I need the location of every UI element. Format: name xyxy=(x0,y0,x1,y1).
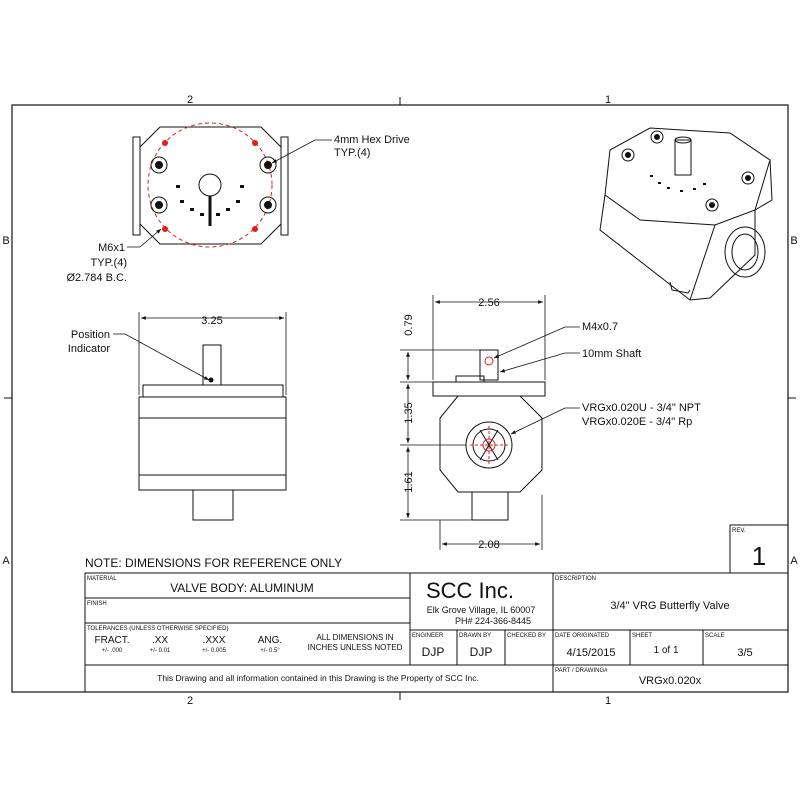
field-label: SCALE xyxy=(705,633,725,639)
field-label: FINISH xyxy=(87,601,107,607)
zone-label: A xyxy=(790,555,798,567)
revision-number: 1 xyxy=(752,541,766,571)
leader-lines xyxy=(113,139,580,435)
part-number: VRGx0.020x xyxy=(639,675,702,687)
field-label: PART / DRAWING# xyxy=(555,668,608,674)
callout-text: VRGx0.020E - 3/4" Rp xyxy=(582,416,692,428)
dimension-text: 1.35 xyxy=(403,402,415,423)
dimension-text: 3.25 xyxy=(201,315,222,327)
zone-label: 2 xyxy=(187,695,193,707)
callout-text: Indicator xyxy=(68,343,111,355)
company-phone: PH# 224-366-8445 xyxy=(455,616,531,626)
field-label: SHEET xyxy=(632,633,652,639)
zone-label: 1 xyxy=(605,695,611,707)
description-value: 3/4" VRG Butterfly Valve xyxy=(610,600,729,612)
tolerance-head: ANG. xyxy=(258,635,282,646)
callout-text: Position xyxy=(71,329,110,341)
field-label: DATE ORIGINATED xyxy=(555,633,610,639)
callout-text: M6x1 xyxy=(98,242,125,254)
callout-text: Ø2.784 B.C. xyxy=(66,272,127,284)
iso-view xyxy=(599,127,773,301)
tolerance-value: +/- 0.5° xyxy=(260,648,280,654)
engineer-value: DJP xyxy=(422,645,445,659)
dimension-text: 0.79 xyxy=(403,314,415,335)
field-label: MATERIAL xyxy=(87,576,117,582)
drawn-by-value: DJP xyxy=(470,645,493,659)
units-note: ALL DIMENSIONS IN xyxy=(316,633,393,642)
units-note: INCHES UNLESS NOTED xyxy=(308,643,403,652)
zone-label: 2 xyxy=(187,94,193,106)
top-view xyxy=(132,122,289,248)
dimension-text: 2.56 xyxy=(478,297,499,309)
company-name: SCC Inc. xyxy=(426,578,514,603)
zone-label: B xyxy=(2,235,9,247)
callout-text: M4x0.7 xyxy=(582,321,618,333)
front-view xyxy=(138,344,287,521)
field-label: DRAWN BY xyxy=(459,633,491,639)
tolerance-value: +/- .000 xyxy=(102,648,123,654)
reference-note: NOTE: DIMENSIONS FOR REFERENCE ONLY xyxy=(85,556,342,570)
field-label: REV. xyxy=(732,528,746,534)
hex-bolt xyxy=(150,156,277,214)
position-scale-marks xyxy=(176,185,244,216)
callout-text: TYP.(4) xyxy=(334,147,370,159)
zone-label: B xyxy=(790,235,797,247)
date-value: 4/15/2015 xyxy=(567,647,616,659)
dimension-text: 1.61 xyxy=(403,471,415,492)
property-notice: This Drawing and all information contain… xyxy=(157,673,479,683)
dimension-lines xyxy=(138,295,546,550)
material-value: VALVE BODY: ALUMINUM xyxy=(170,581,314,595)
tolerance-value: +/- 0.005 xyxy=(202,648,227,654)
hex-bolt xyxy=(621,130,755,212)
field-label: ENGINEER xyxy=(412,633,444,639)
dimension-text: 2.08 xyxy=(478,539,499,551)
title-block xyxy=(84,524,789,693)
scale-value: 3/5 xyxy=(737,647,752,659)
callout-text: 10mm Shaft xyxy=(582,348,641,360)
tolerance-value: +/- 0.01 xyxy=(150,648,171,654)
callout-text: TYP.(4) xyxy=(91,257,127,269)
zone-label: 1 xyxy=(605,94,611,106)
tolerance-head: FRACT. xyxy=(95,635,130,646)
field-label: DESCRIPTION xyxy=(555,576,596,582)
sheet-value: 1 of 1 xyxy=(653,645,678,656)
field-label: CHECKED BY xyxy=(507,633,546,639)
callout-text: VRGx0.020U - 3/4" NPT xyxy=(582,402,701,414)
tolerance-head: .XX xyxy=(152,635,168,646)
callout-text: 4mm Hex Drive xyxy=(334,134,410,146)
company-address: Elk Grove Village, IL 60007 xyxy=(427,605,536,615)
zone-label: A xyxy=(2,555,10,567)
side-view xyxy=(432,349,546,521)
field-label: TOLERANCES (UNLESS OTHERWISE SPECIFIED) xyxy=(87,626,228,632)
tolerance-head: .XXX xyxy=(203,635,226,646)
